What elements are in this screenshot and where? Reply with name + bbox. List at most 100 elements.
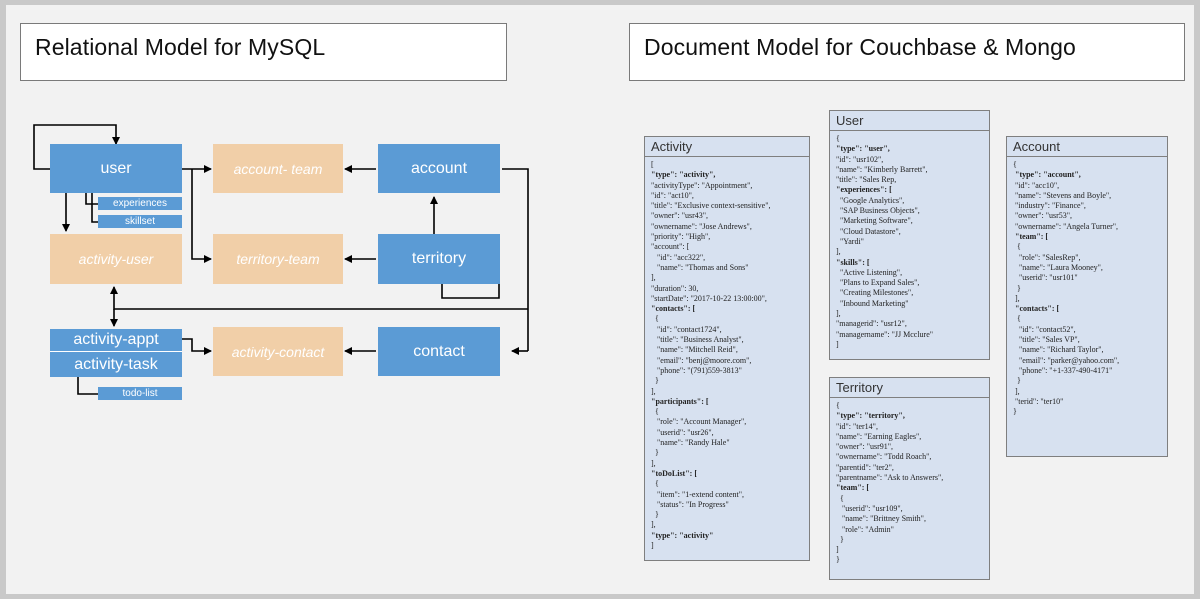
experiences-entity: experiences <box>98 197 182 210</box>
doc-line: "account": [ <box>651 242 690 252</box>
doc-line: { <box>836 401 840 410</box>
doc-line: "title": "Sales Rep, <box>836 175 897 185</box>
activity-document-body: ["type": "activity","activityType": "App… <box>645 157 809 551</box>
doc-line: "phone": "(791)559-3813" <box>651 365 742 375</box>
doc-line: "team": [ <box>1013 232 1049 242</box>
user-entity: user <box>50 144 182 193</box>
territory-document-body: {"type": "territory","id": "ter14","name… <box>830 398 989 566</box>
doc-line: } <box>836 555 840 565</box>
doc-line: "role": "SalesRep", <box>1013 252 1081 262</box>
doc-line: "ownername": "Jose Andrews", <box>651 221 752 231</box>
activity-to-todo-list-line <box>77 377 98 395</box>
user-document-body: {"type": "user","id": "usr102","name": "… <box>830 131 989 350</box>
doc-line: "participants": [ <box>651 396 709 406</box>
relational-model-title: Relational Model for MySQL <box>20 23 507 81</box>
doc-line: "email": "benj@moore.com", <box>651 355 752 365</box>
doc-line: "type": "account", <box>1013 170 1081 180</box>
doc-line: "name": "Brittney Smith", <box>836 514 926 524</box>
user-entity-label: user <box>100 159 132 177</box>
doc-line: "Creating Milestones", <box>836 288 914 298</box>
doc-line: ] <box>836 339 839 349</box>
account-entity: account <box>378 144 500 193</box>
user-to-territory-team-arrow <box>191 169 212 263</box>
territory-document-title: Territory <box>830 378 989 398</box>
doc-line: "Plans to Expand Sales", <box>836 278 920 288</box>
doc-line: { <box>1013 160 1017 169</box>
doc-line: } <box>1013 283 1021 293</box>
doc-line: "title": "Exclusive context-sensitive", <box>651 201 771 211</box>
doc-line: "Yardi" <box>836 236 864 246</box>
doc-line: ], <box>651 458 656 468</box>
doc-line: } <box>1013 376 1021 386</box>
doc-line: "id": "acc10", <box>1013 180 1060 190</box>
skillset-label: skillset <box>124 216 155 227</box>
doc-line: "userid": "usr109", <box>836 503 903 513</box>
doc-line: "item": "1-extend content", <box>651 489 745 499</box>
doc-line: ] <box>836 545 839 555</box>
doc-line: "ownername": "Todd Roach", <box>836 452 932 462</box>
right-trunk-line <box>502 168 529 351</box>
doc-line: ], <box>1013 293 1020 303</box>
territory-document: Territory {"type": "territory","id": "te… <box>829 377 990 580</box>
doc-line: "Inbound Marketing" <box>836 298 909 308</box>
doc-line: "duration": 30, <box>651 283 699 293</box>
doc-line: "owner": "usr91", <box>836 442 894 452</box>
territory-label: territory <box>411 250 467 267</box>
doc-line: "role": "Admin" <box>836 524 894 534</box>
doc-line: "type": "activity" <box>651 530 714 540</box>
contact-label: contact <box>413 342 465 360</box>
user-document-title: User <box>830 111 989 131</box>
doc-line: "Cloud Datastore", <box>836 226 901 236</box>
doc-line: "email": "parker@yahoo.com", <box>1013 355 1120 365</box>
doc-line: "Marketing Software", <box>836 216 913 226</box>
doc-line: "id": "contact1724", <box>651 324 722 334</box>
doc-line: ], <box>1013 386 1020 396</box>
doc-line: "parentid": "ter2", <box>836 462 894 472</box>
doc-line: "name": "Earning Eagles", <box>836 431 922 441</box>
user-to-skillset-line <box>91 193 98 223</box>
doc-line: "ownername": "Angela Turner", <box>1013 221 1119 231</box>
activity-task-label: activity-task <box>74 355 158 373</box>
contact-entity: contact <box>378 327 500 376</box>
doc-line: "name": "Kimberly Barrett", <box>836 164 928 174</box>
user-self-loop-arrow <box>33 124 120 170</box>
doc-line: { <box>651 479 659 489</box>
doc-line: [ <box>651 160 654 169</box>
doc-line: } <box>651 376 659 386</box>
doc-line: "name": "Laura Mooney", <box>1013 262 1103 272</box>
doc-line: "activityType": "Appointment", <box>651 180 753 190</box>
doc-line: ], <box>836 309 841 319</box>
doc-line: "priority": "High", <box>651 232 711 242</box>
skillset-entity: skillset <box>98 215 182 228</box>
activity-task-entity: activity-task <box>50 352 182 377</box>
doc-line: "owner": "usr53", <box>1013 211 1073 221</box>
document-model-title: Document Model for Couchbase & Mongo <box>629 23 1185 81</box>
doc-line: "experiences": [ <box>836 185 892 195</box>
doc-line: "managername": "JJ Mcclure" <box>836 329 934 339</box>
doc-line: "title": "Business Analyst", <box>651 335 744 345</box>
territory-team-entity: territory-team <box>213 234 343 284</box>
doc-line: { <box>1013 242 1021 252</box>
account-document-body: { "type": "account", "id": "acc10", "nam… <box>1007 157 1167 417</box>
doc-line: "contacts": [ <box>1013 304 1060 314</box>
doc-line: "id": "ter14", <box>836 421 878 431</box>
diagram-canvas: Relational Model for MySQL Document Mode… <box>6 5 1194 594</box>
doc-line: "SAP Business Objects", <box>836 206 920 216</box>
doc-line: ], <box>836 247 841 257</box>
territory-entity: territory <box>378 234 500 284</box>
doc-line: "role": "Account Manager", <box>651 417 747 427</box>
doc-line: } <box>651 448 659 458</box>
doc-line: "team": [ <box>836 483 870 493</box>
doc-line: { <box>651 314 659 324</box>
doc-line: "type": "territory", <box>836 411 905 421</box>
experiences-label: experiences <box>113 198 167 209</box>
doc-line: "name": "Randy Hale" <box>651 438 730 448</box>
doc-line: ], <box>651 273 656 283</box>
doc-line: "Active Listening", <box>836 267 903 277</box>
activity-appt-entity: activity-appt <box>50 329 182 352</box>
doc-line: { <box>1013 314 1021 324</box>
doc-line: "contacts": [ <box>651 304 696 314</box>
doc-line: "owner": "usr43", <box>651 211 709 221</box>
doc-line: "Google Analytics", <box>836 195 905 205</box>
activity-document: Activity ["type": "activity","activityTy… <box>644 136 810 561</box>
